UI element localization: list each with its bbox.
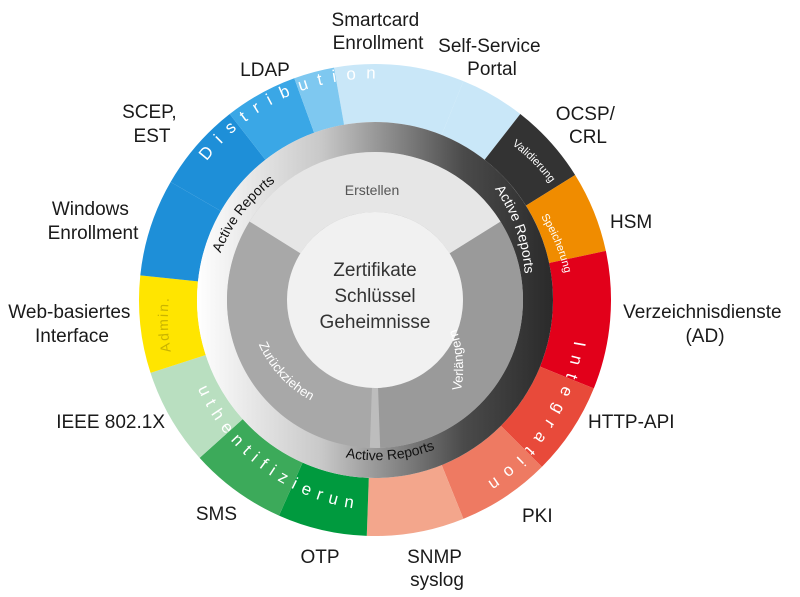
selfservice-segment (441, 81, 521, 160)
integration-segment-verzeichnis (540, 250, 611, 389)
erstellen-label: Erstellen (345, 182, 399, 198)
integration-segment-pki (441, 425, 542, 519)
label-smartcard: Smartcard Enrollment (332, 10, 425, 54)
label-snmp: SNMP syslog (407, 547, 467, 591)
center-line-1: Zertifikate (333, 260, 416, 281)
admin-segment (139, 275, 206, 373)
label-windows: Windows Enrollment (48, 199, 140, 244)
label-ieee: IEEE 802.1X (56, 412, 165, 433)
label-ocsp: OCSP/ CRL (556, 104, 620, 148)
label-verzeichnis: Verzeichnisdienste (AD) (623, 302, 787, 347)
authentifizierung-segment-ieee (150, 355, 243, 458)
distribution-segment-ldap-2 (294, 67, 345, 133)
speicherung-segment (525, 174, 606, 263)
distribution-segment-smartcard (334, 64, 464, 135)
center-line-3: Geheimnisse (320, 312, 431, 333)
admin-band-label: Admin. (155, 295, 174, 354)
center-line-2: Schlüssel (334, 286, 415, 307)
integration-segment-httpapi (500, 366, 594, 467)
distribution-segment-windows (140, 182, 221, 282)
integration-segment-snmp (366, 465, 464, 536)
authentifizierung-segment-sms (199, 419, 303, 516)
label-scep: SCEP, EST (122, 102, 182, 147)
label-selfservice: Self-Service Portal (438, 36, 546, 80)
label-webinterface: Web-basiertes Interface (8, 302, 135, 347)
distribution-segment-ldap (229, 78, 315, 160)
label-otp: OTP (300, 547, 339, 568)
inner-segments (226, 152, 523, 448)
segment-erstellen (249, 152, 501, 254)
outer-labels: Smartcard Enrollment Self-Service Portal… (8, 10, 787, 591)
outer-ring (139, 64, 611, 536)
label-sms: SMS (196, 504, 237, 525)
label-ldap: LDAP (240, 60, 290, 81)
label-httpapi: HTTP-API (588, 412, 675, 433)
distribution-segment-scep (170, 114, 266, 211)
segment-verlaengern (378, 221, 523, 448)
authentifizierung-segment-otp (279, 462, 369, 536)
center-circle (287, 212, 463, 388)
validierung-segment (484, 114, 576, 206)
label-hsm: HSM (610, 212, 652, 233)
label-pki: PKI (522, 506, 553, 527)
segment-zurueckziehen (226, 221, 372, 448)
